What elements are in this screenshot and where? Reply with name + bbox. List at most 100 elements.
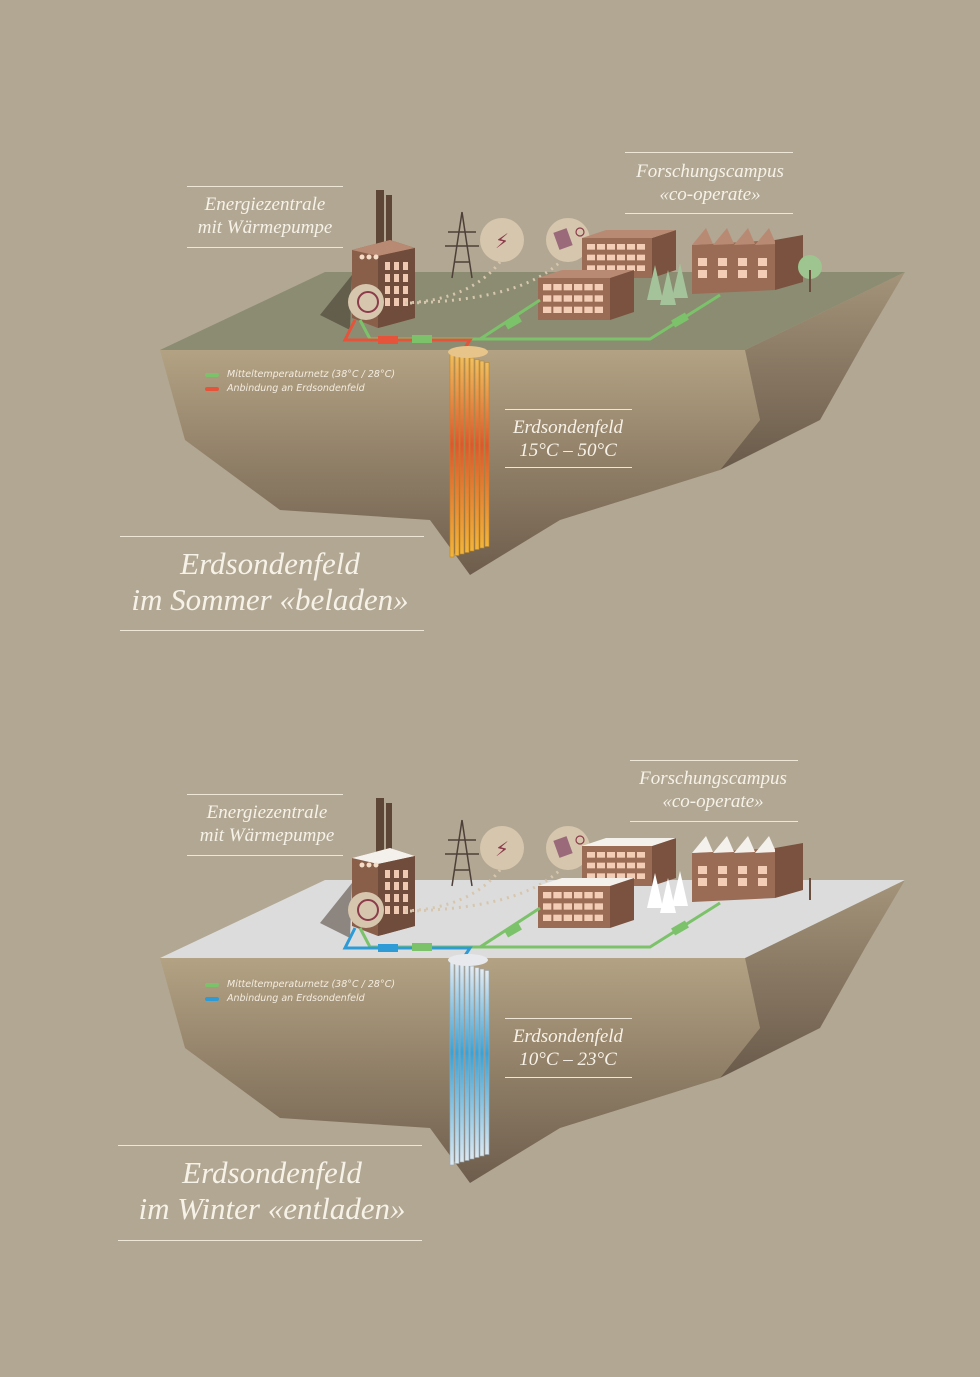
legend-item: Mitteltemperaturnetz (38°C / 28°C) — [205, 368, 395, 382]
field-temperature-range: 15°C – 50°C — [519, 440, 617, 461]
window — [563, 914, 572, 921]
campus-building-front-side — [610, 878, 634, 928]
flow-arrow — [412, 335, 432, 343]
chimney — [376, 798, 384, 858]
window — [553, 914, 562, 921]
legend: Mitteltemperaturnetz (38°C / 28°C) Anbin… — [205, 368, 395, 396]
borehole-probe — [459, 354, 465, 555]
borehole-probe — [469, 357, 475, 552]
window — [627, 852, 635, 858]
window — [698, 866, 707, 874]
window — [627, 873, 635, 879]
campus-building-front-roof — [538, 270, 634, 278]
workshop-side — [775, 843, 803, 898]
window — [597, 852, 605, 858]
borehole-probe — [454, 353, 460, 556]
window — [394, 298, 399, 306]
window — [738, 878, 747, 886]
window — [385, 298, 390, 306]
campus-label-line: «co-operate» — [659, 184, 761, 205]
tree-icon — [672, 263, 688, 298]
legend-label: Anbindung an Erdsondenfeld — [227, 383, 365, 394]
winter-island-illustration: ⚡ — [160, 798, 905, 1183]
panel-title-line: Erdsondenfeld — [180, 546, 360, 581]
window — [594, 306, 603, 313]
window — [563, 892, 572, 899]
legend-swatch — [205, 997, 219, 1001]
window — [584, 306, 593, 313]
divider — [505, 409, 632, 410]
window — [403, 894, 408, 902]
window — [574, 892, 583, 899]
window — [738, 258, 747, 266]
shadow — [320, 275, 352, 330]
legend-swatch — [205, 387, 219, 391]
tree-icon — [647, 873, 663, 908]
window — [637, 254, 645, 261]
window — [698, 270, 707, 278]
window — [738, 866, 747, 874]
divider — [625, 152, 793, 153]
borehole-probe — [464, 356, 470, 553]
window — [394, 286, 399, 294]
window — [563, 284, 572, 291]
flow-arrow — [412, 943, 432, 951]
plant-label-line: mit Wärmepumpe — [197, 217, 333, 238]
window — [563, 903, 572, 910]
heat-pump-icon — [357, 291, 379, 313]
field-label: Erdsondenfeld 10°C – 23°C — [488, 1025, 648, 1071]
divider — [625, 213, 793, 214]
flow-arrow — [671, 312, 689, 328]
workshop-roof — [692, 228, 713, 245]
window — [543, 914, 552, 921]
divider — [187, 855, 343, 856]
window — [617, 265, 625, 271]
window — [718, 866, 727, 874]
window — [617, 244, 625, 250]
window — [366, 254, 372, 260]
workshop-hall — [692, 240, 775, 294]
window — [597, 265, 605, 271]
window — [698, 258, 707, 266]
window — [584, 295, 593, 302]
window — [385, 894, 390, 902]
divider — [505, 1077, 632, 1078]
window — [587, 244, 595, 250]
divider — [630, 760, 798, 761]
window — [758, 258, 767, 266]
window — [758, 270, 767, 278]
window — [553, 892, 562, 899]
tree-trunk — [809, 878, 811, 900]
flow-arrow — [504, 314, 522, 330]
legend-item: Anbindung an Erdsondenfeld — [205, 382, 395, 396]
window — [403, 274, 408, 282]
window — [394, 894, 399, 902]
tree-icon — [660, 270, 676, 305]
plant-label-line: Energiezentrale — [204, 194, 326, 215]
plant-roof — [352, 240, 415, 256]
divider — [505, 1018, 632, 1019]
power-line-dotted — [404, 261, 502, 305]
window — [563, 295, 572, 302]
power-grid-icon — [480, 826, 524, 870]
window — [597, 244, 605, 250]
flow-arrow — [504, 922, 522, 938]
workshop-roof — [755, 836, 776, 853]
legend-swatch — [205, 983, 219, 987]
window — [607, 244, 615, 250]
window — [594, 284, 603, 291]
window — [597, 254, 605, 261]
window — [574, 914, 583, 921]
sun-icon — [575, 835, 585, 845]
probe-field-top — [448, 346, 488, 358]
window — [553, 295, 562, 302]
window — [553, 306, 562, 313]
probe-field-top — [448, 954, 488, 966]
campus-building-front-side — [610, 270, 634, 320]
soil-side — [720, 272, 905, 470]
window — [574, 903, 583, 910]
window — [385, 882, 390, 890]
window — [617, 873, 625, 879]
campus-building-back-side — [652, 230, 676, 278]
